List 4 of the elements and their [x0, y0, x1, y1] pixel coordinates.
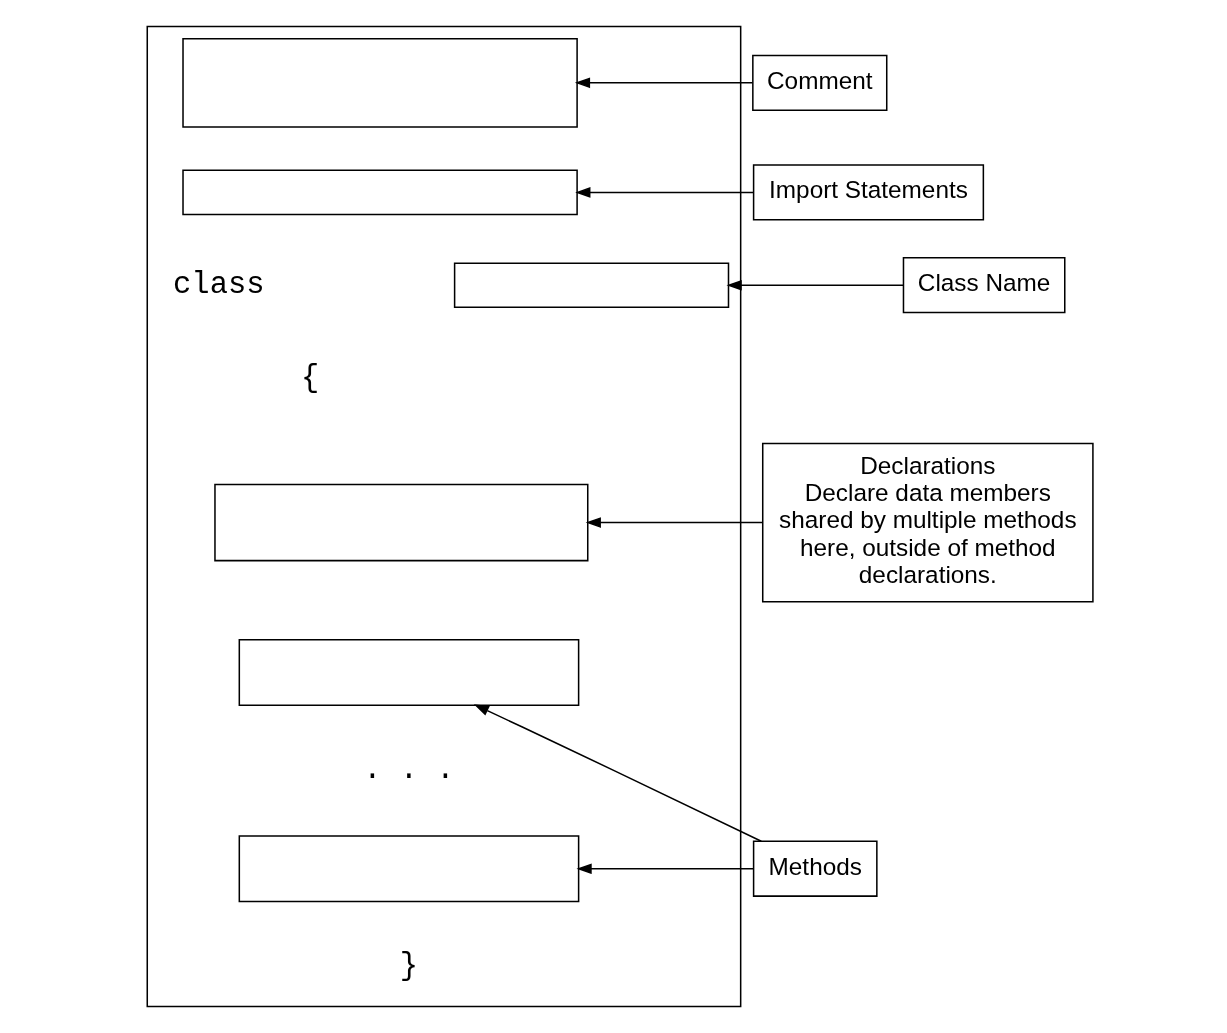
label: { [300, 360, 319, 395]
label: class [172, 267, 264, 302]
label: } [399, 949, 418, 984]
label: . . . [362, 753, 455, 788]
